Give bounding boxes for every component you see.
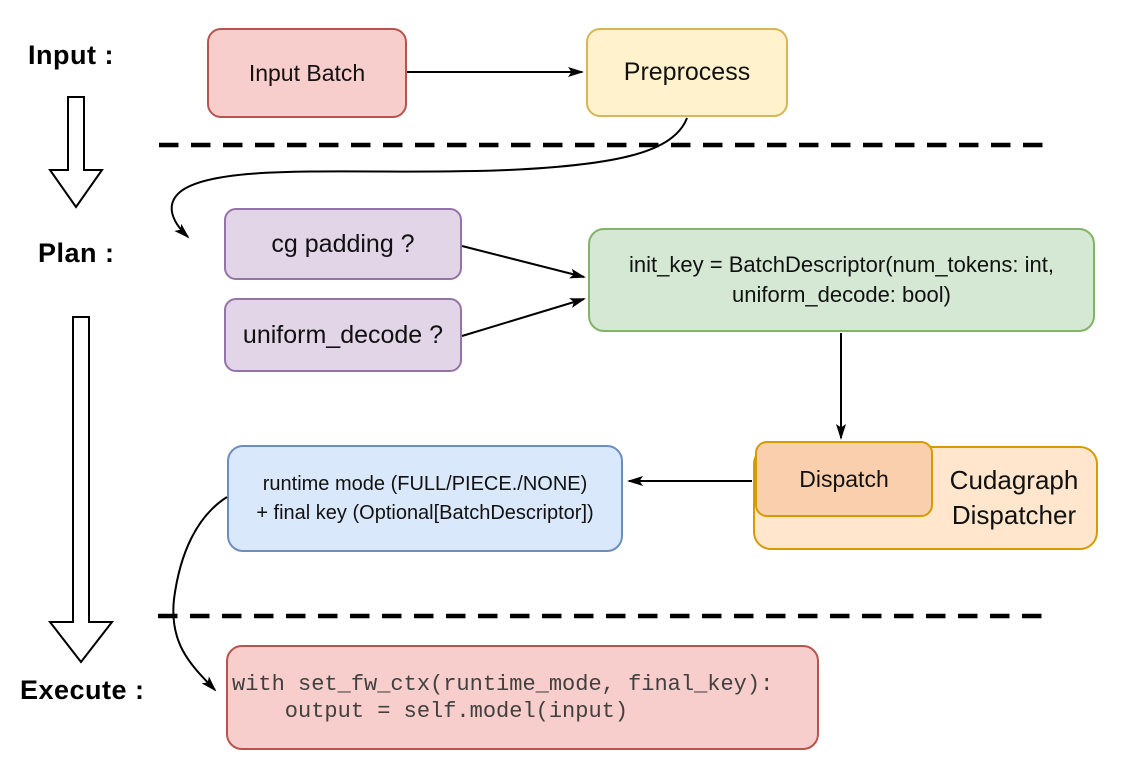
node-dispatch-label: Dispatch bbox=[799, 465, 889, 492]
connector-runtime-mode-to-execute-code bbox=[172, 496, 228, 692]
node-dispatch: Dispatch bbox=[755, 441, 933, 517]
stage-label-input: Input : bbox=[28, 40, 114, 70]
node-preprocess-label: Preprocess bbox=[623, 58, 751, 86]
node-cg-padding: cg padding ? bbox=[224, 208, 462, 280]
stage-label-plan: Plan : bbox=[38, 238, 115, 268]
stage-label-execute: Execute : bbox=[20, 675, 145, 705]
node-cudagraph-dispatcher-label: Cudagraph Dispatcher bbox=[949, 465, 1079, 530]
node-init-key: init_key = BatchDescriptor(num_tokens: i… bbox=[588, 228, 1095, 332]
node-runtime-mode-final-key: runtime mode (FULL/PIECE./NONE) + final … bbox=[227, 445, 623, 552]
node-input-batch: Input Batch bbox=[207, 28, 407, 118]
node-init-key-label: init_key = BatchDescriptor(num_tokens: i… bbox=[629, 252, 1054, 307]
connector-uniform-decode-to-init-key bbox=[461, 298, 586, 337]
node-uniform-decode-label: uniform_decode ? bbox=[242, 320, 444, 349]
node-preprocess: Preprocess bbox=[586, 28, 788, 117]
node-input-batch-label: Input Batch bbox=[248, 59, 366, 86]
node-execute-code-label: with set_fw_ctx(runtime_mode, final_key)… bbox=[232, 671, 774, 724]
connector-cg-padding-to-init-key bbox=[461, 245, 586, 279]
node-uniform-decode: uniform_decode ? bbox=[224, 298, 462, 372]
node-cg-padding-label: cg padding ? bbox=[271, 229, 415, 258]
stage-arrow-input-to-plan-icon bbox=[48, 96, 104, 209]
node-runtime-mode-final-key-label: runtime mode (FULL/PIECE./NONE) + final … bbox=[256, 472, 594, 524]
node-execute-code: with set_fw_ctx(runtime_mode, final_key)… bbox=[226, 645, 819, 750]
stage-arrow-plan-to-execute-icon bbox=[47, 316, 115, 664]
